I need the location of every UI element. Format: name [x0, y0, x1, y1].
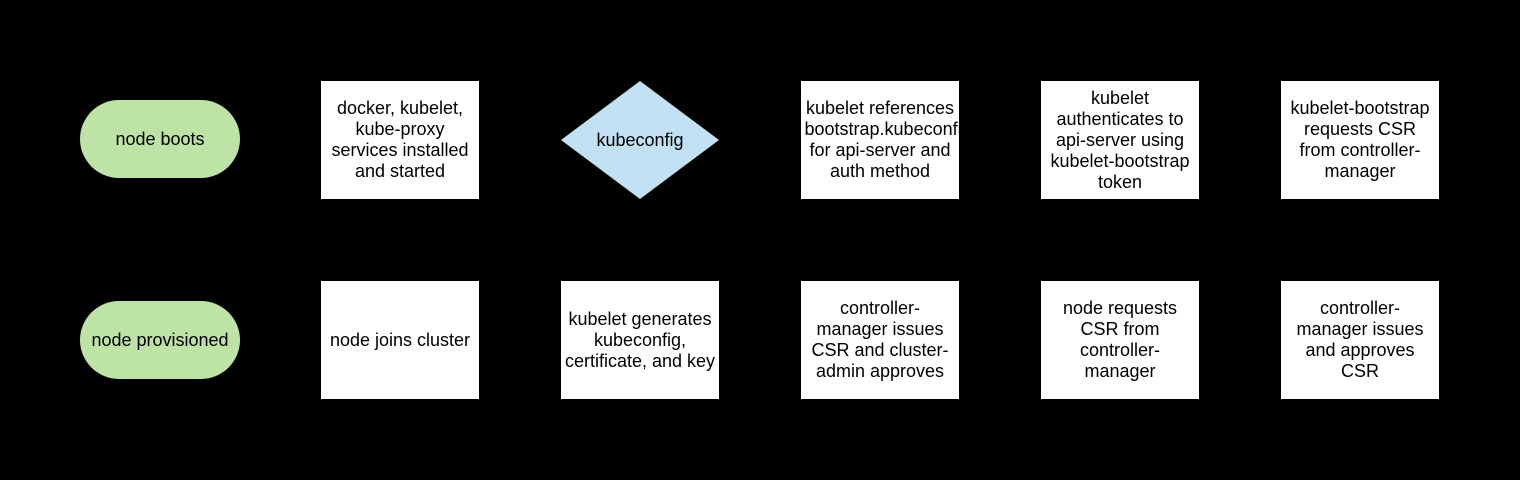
node-label: controller-manager issues and approves C… [1296, 298, 1424, 381]
flow-node-services-installed: docker, kubelet, kube-proxy services ins… [321, 81, 479, 199]
flow-node-kubelet-references-bootstrap-kubeconfig: kubelet references bootstrap.kubeconfig … [801, 81, 972, 199]
node-label: kubelet generates kubeconfig, certificat… [564, 308, 716, 371]
node-label: docker, kubelet, kube-proxy services ins… [331, 98, 469, 181]
flow-node-node-joins-cluster: node joins cluster [321, 281, 479, 399]
flow-node-node-boots: node boots [80, 100, 240, 178]
node-label: kubelet-bootstrap requests CSR from cont… [1290, 98, 1430, 181]
node-label: node joins cluster [329, 329, 471, 350]
flow-node-node-requests-csr: node requests CSR from controller-manage… [1041, 281, 1199, 399]
flow-node-kubeconfig-decision: kubeconfig [561, 81, 719, 199]
flow-node-node-provisioned: node provisioned [80, 301, 240, 379]
flow-node-controller-manager-issues-csr-admin-approves: controller-manager issues CSR and cluste… [801, 281, 959, 399]
node-label: kubelet references bootstrap.kubeconfig … [804, 98, 972, 181]
node-label: kubeconfig [596, 129, 684, 150]
node-label: controller-manager issues CSR and cluste… [811, 298, 949, 381]
node-label: node boots [115, 128, 205, 149]
flow-node-kubelet-authenticates: kubelet authenticates to api-server usin… [1041, 81, 1199, 199]
flow-node-controller-manager-issues-and-approves: controller-manager issues and approves C… [1281, 281, 1439, 399]
node-label: node provisioned [91, 329, 229, 350]
node-label: node requests CSR from controller-manage… [1062, 298, 1178, 381]
flow-node-kubelet-generates-kubeconfig: kubelet generates kubeconfig, certificat… [561, 281, 719, 399]
node-label: kubelet authenticates to api-server usin… [1050, 87, 1190, 192]
flow-node-kubelet-bootstrap-requests-csr: kubelet-bootstrap requests CSR from cont… [1281, 81, 1439, 199]
